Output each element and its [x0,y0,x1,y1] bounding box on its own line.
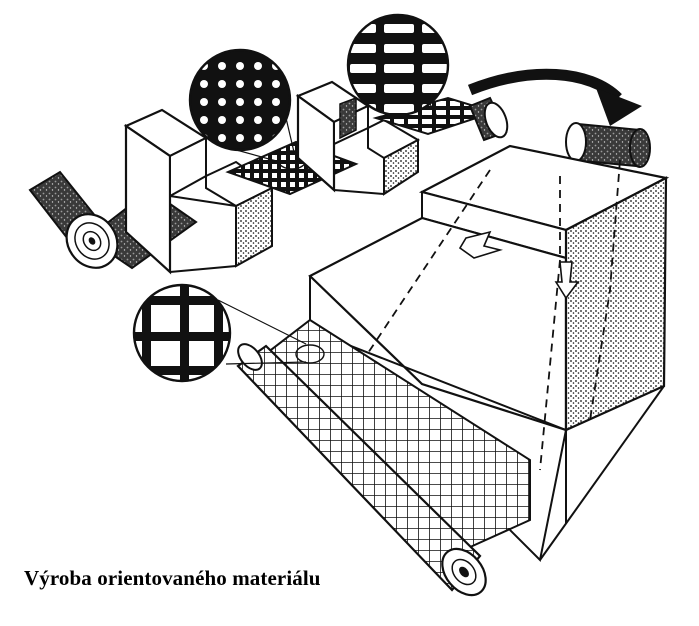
stretch-direction-arrow-icon [458,230,580,300]
flow-arrow-icon [467,68,642,126]
figure-caption: Výroba orientovaného materiálu [24,566,321,590]
magnifier-grid-detail-icon [132,283,307,383]
table-roll [565,122,651,168]
intermediate-roll [468,96,509,142]
grid-roll [236,318,531,597]
stretching-table [308,144,670,563]
punching-machine [123,108,274,275]
magnifier-perforated-detail-icon [188,48,295,163]
